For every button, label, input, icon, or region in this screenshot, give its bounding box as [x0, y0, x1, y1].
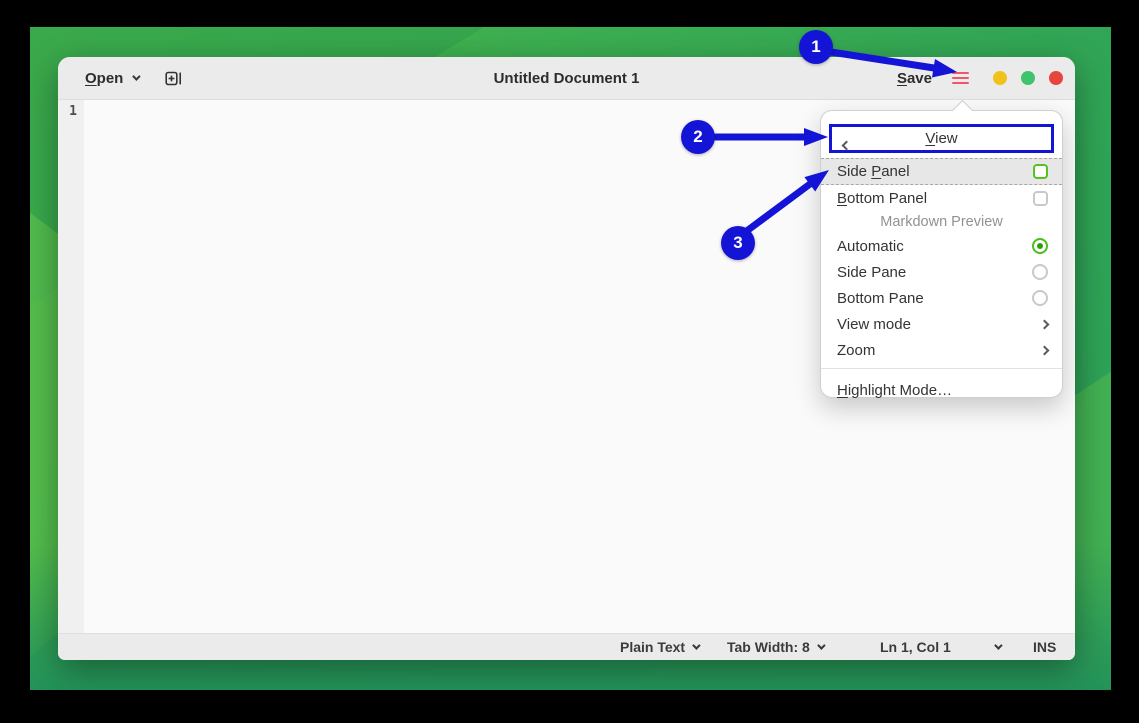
hamburger-menu-button[interactable] — [952, 72, 969, 84]
menu-item-label: Zoom — [837, 341, 876, 359]
menu-item-highlight-mode[interactable]: Highlight Mode… — [821, 375, 1062, 405]
submenu-chevron-icon — [1039, 319, 1050, 329]
submenu-chevron-icon — [1039, 345, 1050, 355]
menu-item-automatic[interactable]: Automatic — [821, 233, 1062, 259]
chevron-down-icon — [994, 641, 1003, 650]
menu-item-label: Side Pane — [837, 263, 907, 281]
save-button[interactable]: Save — [896, 69, 932, 87]
bottom-pane-radio[interactable] — [1032, 290, 1048, 306]
menu-item-label: Automatic — [837, 237, 904, 255]
cursor-position[interactable]: Ln 1, Col 1 — [880, 639, 951, 655]
insert-mode-indicator[interactable]: INS — [1033, 639, 1057, 655]
new-tab-icon — [165, 71, 182, 85]
window-controls — [993, 71, 1063, 85]
menu-item-label: Side Panel — [837, 163, 910, 180]
titlebar: Open Untitled Document 1 Save — [58, 57, 1075, 100]
maximize-button[interactable] — [1021, 71, 1035, 85]
chevron-down-icon — [692, 641, 701, 650]
menu-item-bottom-pane[interactable]: Bottom Pane — [821, 285, 1062, 311]
tab-width-selector[interactable]: Tab Width: 8 — [727, 634, 826, 660]
section-label-markdown-preview: Markdown Preview — [880, 214, 1003, 230]
annotation-step-1: 1 — [799, 30, 833, 64]
open-button-label: Open — [85, 69, 124, 87]
chevron-down-icon — [132, 72, 142, 81]
language-selector[interactable]: Plain Text — [620, 634, 701, 660]
view-menu-popover: View Side Panel Bottom Panel Markdown Pr… — [820, 99, 1063, 399]
side-pane-radio[interactable] — [1032, 264, 1048, 280]
close-button[interactable] — [1049, 71, 1063, 85]
menu-item-bottom-panel[interactable]: Bottom Panel — [821, 185, 1062, 211]
menu-item-view-mode[interactable]: View mode — [821, 311, 1062, 337]
bottom-panel-checkbox[interactable] — [1033, 190, 1048, 206]
line-number: 1 — [69, 104, 77, 119]
line-number-gutter: 1 — [58, 100, 84, 633]
menu-item-label: Highlight Mode… — [837, 381, 953, 399]
minimize-button[interactable] — [993, 71, 1007, 85]
menu-item-side-pane[interactable]: Side Pane — [821, 259, 1062, 285]
annotation-step-3: 3 — [721, 226, 755, 260]
menu-header-view[interactable]: View — [829, 124, 1054, 153]
statusbar: Plain Text Tab Width: 8 Ln 1, Col 1 INS — [58, 633, 1075, 660]
automatic-radio[interactable] — [1032, 238, 1048, 254]
menu-item-label: Bottom Panel — [837, 189, 928, 207]
new-tab-button[interactable] — [164, 69, 183, 88]
titlebar-right-controls: Save — [897, 70, 1063, 87]
menu-item-label: Bottom Pane — [837, 289, 924, 307]
menu-header-label: View — [925, 130, 958, 147]
back-chevron-icon[interactable] — [841, 136, 852, 153]
menu-item-zoom[interactable]: Zoom — [821, 337, 1062, 363]
menu-item-side-panel[interactable]: Side Panel — [821, 158, 1062, 185]
chevron-down-icon — [816, 641, 826, 650]
annotation-step-2: 2 — [681, 120, 715, 154]
goto-line-dropdown[interactable] — [994, 634, 1003, 660]
menu-item-label: View mode — [837, 315, 911, 333]
side-panel-checkbox[interactable] — [1033, 164, 1048, 179]
open-button[interactable]: Open — [85, 69, 142, 87]
menu-separator — [821, 368, 1062, 369]
hamburger-icon — [952, 72, 969, 74]
